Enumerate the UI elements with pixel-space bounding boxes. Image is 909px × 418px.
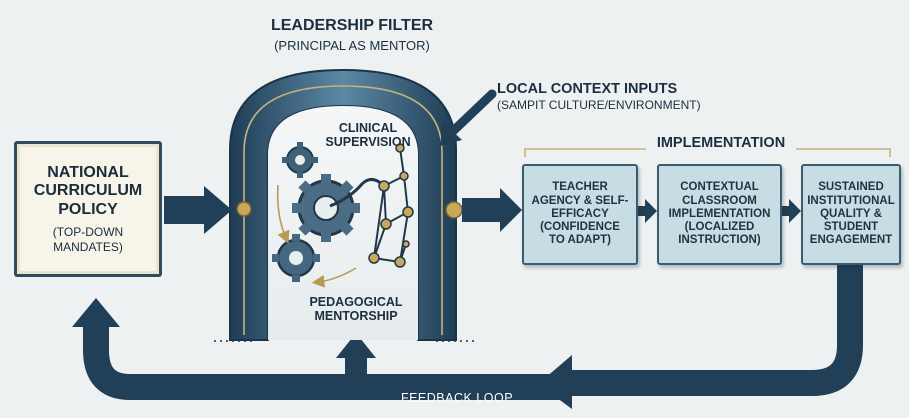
step-teacher-agency: TEACHER AGENCY & SELF-EFFICACY (CONFIDEN… [522, 164, 638, 265]
step-teacher-agency-text: TEACHER AGENCY & SELF-EFFICACY (CONFIDEN… [531, 181, 629, 247]
local-context-title: LOCAL CONTEXT INPUTS [497, 81, 678, 97]
step-connector-2 [781, 199, 801, 223]
network-nodes [368, 143, 414, 268]
arch-to-implementation-arrow [462, 188, 522, 232]
step-connector-1 [637, 199, 657, 223]
local-context-arrow [440, 89, 497, 146]
step-sustained-quality: SUSTAINED INSTITUTIONAL QUALITY & STUDEN… [801, 164, 901, 265]
pedagogical-mentorship-label: PEDAGOGICAL MENTORSHIP [309, 295, 403, 323]
leadership-filter-title: LEADERSHIP FILTER [270, 17, 434, 34]
national-curriculum-title: NATIONAL CURRICULUM POLICY [33, 164, 143, 218]
feedback-to-arch-arrow [336, 333, 376, 388]
local-context-subtitle: (SAMPIT CULTURE/ENVIRONMENT) [497, 98, 701, 112]
arch-node-right [445, 201, 463, 219]
gears-icon [272, 142, 360, 288]
leadership-filter-subtitle: (PRINCIPAL AS MENTOR) [274, 38, 430, 53]
step-contextual-classroom-text: CONTEXTUAL CLASSROOM IMPLEMENTATION (LOC… [668, 181, 771, 247]
step-contextual-classroom: CONTEXTUAL CLASSROOM IMPLEMENTATION (LOC… [657, 164, 782, 265]
step-sustained-quality-text: SUSTAINED INSTITUTIONAL QUALITY & STUDEN… [807, 181, 895, 247]
feedback-loop-band [72, 262, 863, 409]
policy-to-arch-arrow [164, 186, 232, 234]
feedback-loop-label: FEEDBACK LOOP [400, 391, 514, 405]
national-curriculum-box: NATIONAL CURRICULUM POLICY (TOP-DOWN MAN… [14, 141, 162, 277]
arch-node-left [236, 201, 252, 217]
clinical-supervision-label: CLINICAL SUPERVISION [325, 121, 411, 149]
implementation-title: IMPLEMENTATION [646, 135, 796, 152]
national-curriculum-subtitle: (TOP-DOWN MANDATES) [52, 225, 124, 254]
feedback-arrow-head-up [72, 298, 120, 327]
